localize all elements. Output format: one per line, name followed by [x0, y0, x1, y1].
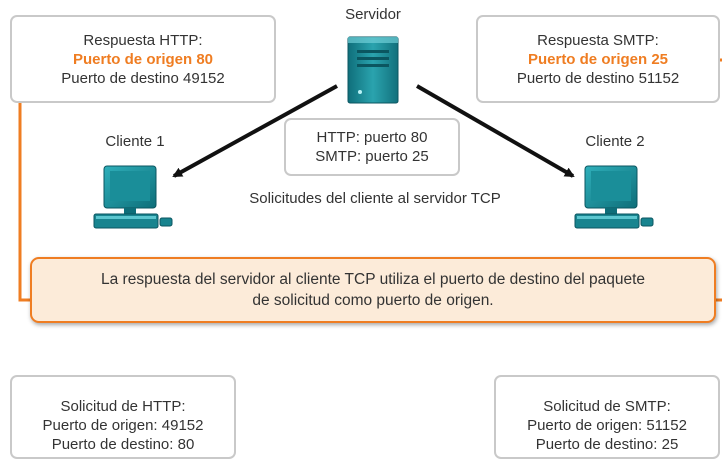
explanation-note-line2: de solicitud como puerto de origen. [252, 292, 494, 309]
http-request-source-port: Puerto de origen: 49152 [42, 417, 204, 434]
server-icon [347, 36, 399, 104]
http-request-destination-port: Puerto de destino: 80 [51, 436, 195, 453]
server-to-client2-arrow [416, 84, 575, 178]
http-response-box: Respuesta HTTP: Puerto de origen 80 Puer… [10, 15, 276, 103]
http-response-source-port: Puerto de origen 80 [72, 51, 214, 68]
client1-label: Cliente 1 [105, 133, 165, 150]
computer-icon-client1 [93, 165, 173, 229]
http-response-title: Respuesta HTTP: [83, 32, 203, 49]
computer-icon-client2 [574, 165, 654, 229]
smtp-request-source-port: Puerto de origen: 51152 [527, 417, 687, 434]
smtp-request-title: Solicitud de SMTP: [543, 398, 671, 415]
ports-box: HTTP: puerto 80 SMTP: puerto 25 [284, 118, 460, 176]
server-label: Servidor [345, 6, 401, 23]
requests-caption: Solicitudes del cliente al servidor TCP [249, 190, 501, 207]
smtp-response-source-port: Puerto de origen 25 [527, 51, 669, 68]
http-request-title: Solicitud de HTTP: [60, 398, 186, 415]
http-request-box: Solicitud de HTTP: Puerto de origen: 491… [10, 375, 236, 459]
explanation-note-line1: La respuesta del servidor al cliente TCP… [101, 271, 645, 288]
smtp-port-label: SMTP: puerto 25 [315, 148, 429, 165]
smtp-response-title: Respuesta SMTP: [537, 32, 659, 49]
explanation-note: La respuesta del servidor al cliente TCP… [30, 257, 716, 323]
http-port-label: HTTP: puerto 80 [316, 129, 428, 146]
smtp-request-box: Solicitud de SMTP: Puerto de origen: 511… [494, 375, 720, 459]
http-response-destination-port: Puerto de destino 49152 [61, 70, 225, 87]
smtp-request-destination-port: Puerto de destino: 25 [535, 436, 679, 453]
client2-label: Cliente 2 [585, 133, 645, 150]
smtp-response-box: Respuesta SMTP: Puerto de origen 25 Puer… [476, 15, 720, 103]
server-to-client1-arrow [172, 84, 338, 178]
smtp-response-destination-port: Puerto de destino 51152 [516, 70, 680, 87]
